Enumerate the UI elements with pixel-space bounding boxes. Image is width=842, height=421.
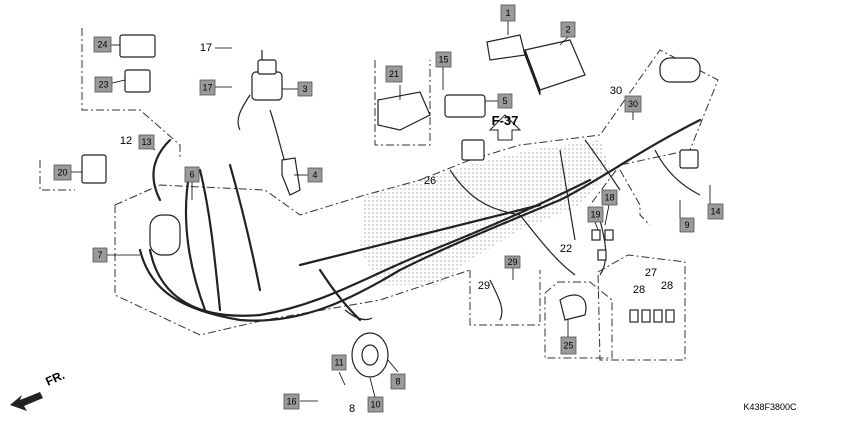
svg-text:10: 10 xyxy=(370,400,380,410)
callout-24: 24 xyxy=(93,36,112,53)
callout-18: 18 xyxy=(601,189,618,206)
callout-2: 2 xyxy=(560,21,576,38)
svg-text:5: 5 xyxy=(502,96,507,106)
group-outline-harness xyxy=(114,49,719,216)
shaded-area xyxy=(360,140,610,285)
callout-10: 10 xyxy=(367,396,384,413)
svg-text:15: 15 xyxy=(438,55,448,65)
svg-text:11: 11 xyxy=(334,358,343,368)
callouts: 1 2 3 4 5 6 7 8 9 10 11 13 14 15 16 17 1… xyxy=(53,4,724,413)
connector-f37 xyxy=(461,139,485,161)
group-outline-20 xyxy=(39,160,75,191)
callout-20: 20 xyxy=(53,164,72,181)
callout-17: 17 xyxy=(199,79,216,96)
horn xyxy=(351,332,389,378)
svg-text:19: 19 xyxy=(590,210,600,220)
group-outline-lower xyxy=(114,205,471,336)
direction-label: FR. xyxy=(43,368,66,389)
fuel-pump-relay xyxy=(119,34,156,93)
label-12: 12 xyxy=(120,135,132,147)
relay-bracket xyxy=(377,91,431,131)
svg-text:25: 25 xyxy=(563,341,573,351)
starter-relay xyxy=(444,94,486,118)
callout-4: 4 xyxy=(307,167,323,183)
group-outline-25 xyxy=(544,281,613,359)
svg-text:13: 13 xyxy=(141,137,151,147)
svg-text:8: 8 xyxy=(395,377,400,387)
ignition-coil xyxy=(251,50,283,101)
svg-text:18: 18 xyxy=(604,193,614,203)
callout-25: 25 xyxy=(560,336,577,355)
reference-label: F-37 xyxy=(492,113,519,128)
main-wire-harness xyxy=(138,94,702,322)
svg-text:14: 14 xyxy=(710,207,720,217)
band-clip xyxy=(559,294,587,321)
callout-1: 1 xyxy=(500,4,516,22)
regulator-rectifier xyxy=(524,39,586,96)
callout-30: 30 xyxy=(624,95,642,113)
callout-8: 8 xyxy=(390,373,406,390)
f37-arrow-icon xyxy=(488,114,522,141)
label-17: 17 xyxy=(200,42,212,54)
fuse-box xyxy=(486,34,526,61)
spark-plug-cap xyxy=(281,157,301,196)
svg-text:3: 3 xyxy=(302,84,307,94)
label-22: 22 xyxy=(560,243,572,255)
callout-6: 6 xyxy=(184,166,200,183)
label-28a: 28 xyxy=(633,284,645,296)
plain-labels: 8 12 17 22 26 27 28 28 29 30 xyxy=(120,42,673,415)
callout-5: 5 xyxy=(497,93,513,109)
sensor-switch xyxy=(679,149,699,169)
svg-text:29: 29 xyxy=(507,257,517,267)
svg-text:4: 4 xyxy=(312,170,317,180)
callout-19: 19 xyxy=(587,206,604,223)
callout-11: 11 xyxy=(331,354,347,371)
svg-text:30: 30 xyxy=(628,99,638,109)
label-27: 27 xyxy=(645,267,657,279)
group-outline-9 xyxy=(619,169,651,226)
group-outline-21 xyxy=(374,60,431,146)
connector-cluster-19 xyxy=(591,229,614,261)
label-30: 30 xyxy=(610,85,622,97)
svg-text:24: 24 xyxy=(97,40,107,50)
svg-text:1: 1 xyxy=(505,8,510,18)
svg-text:23: 23 xyxy=(98,80,108,90)
diagram-code: K438F3800C xyxy=(743,402,797,412)
callout-3: 3 xyxy=(297,81,313,97)
svg-text:6: 6 xyxy=(189,170,194,180)
svg-text:20: 20 xyxy=(57,168,67,178)
group-outline-29 xyxy=(469,270,541,326)
label-26: 26 xyxy=(424,175,436,187)
callout-29: 29 xyxy=(504,255,521,269)
callout-15: 15 xyxy=(435,51,452,68)
label-29: 29 xyxy=(478,280,490,292)
group-outline-27 xyxy=(597,254,686,361)
inline-fuse xyxy=(659,57,701,83)
svg-text:21: 21 xyxy=(389,69,399,79)
front-direction-arrow-icon xyxy=(10,392,43,411)
callout-23: 23 xyxy=(94,76,113,93)
svg-text:2: 2 xyxy=(565,25,570,35)
label-28b: 28 xyxy=(661,280,673,292)
callout-7: 7 xyxy=(92,247,108,263)
callout-14: 14 xyxy=(707,203,724,220)
connector-cluster-27 xyxy=(629,309,675,323)
callout-9: 9 xyxy=(679,217,695,233)
group-outline-relays xyxy=(81,28,181,160)
label-8: 8 xyxy=(349,403,355,415)
svg-text:9: 9 xyxy=(684,220,689,230)
condenser xyxy=(149,214,181,256)
callout-13: 13 xyxy=(138,134,155,150)
callout-21: 21 xyxy=(385,65,403,83)
turn-signal-relay xyxy=(81,154,107,184)
svg-text:16: 16 xyxy=(286,397,296,407)
callout-16: 16 xyxy=(283,393,300,410)
svg-text:7: 7 xyxy=(97,250,102,260)
svg-text:17: 17 xyxy=(202,83,212,93)
